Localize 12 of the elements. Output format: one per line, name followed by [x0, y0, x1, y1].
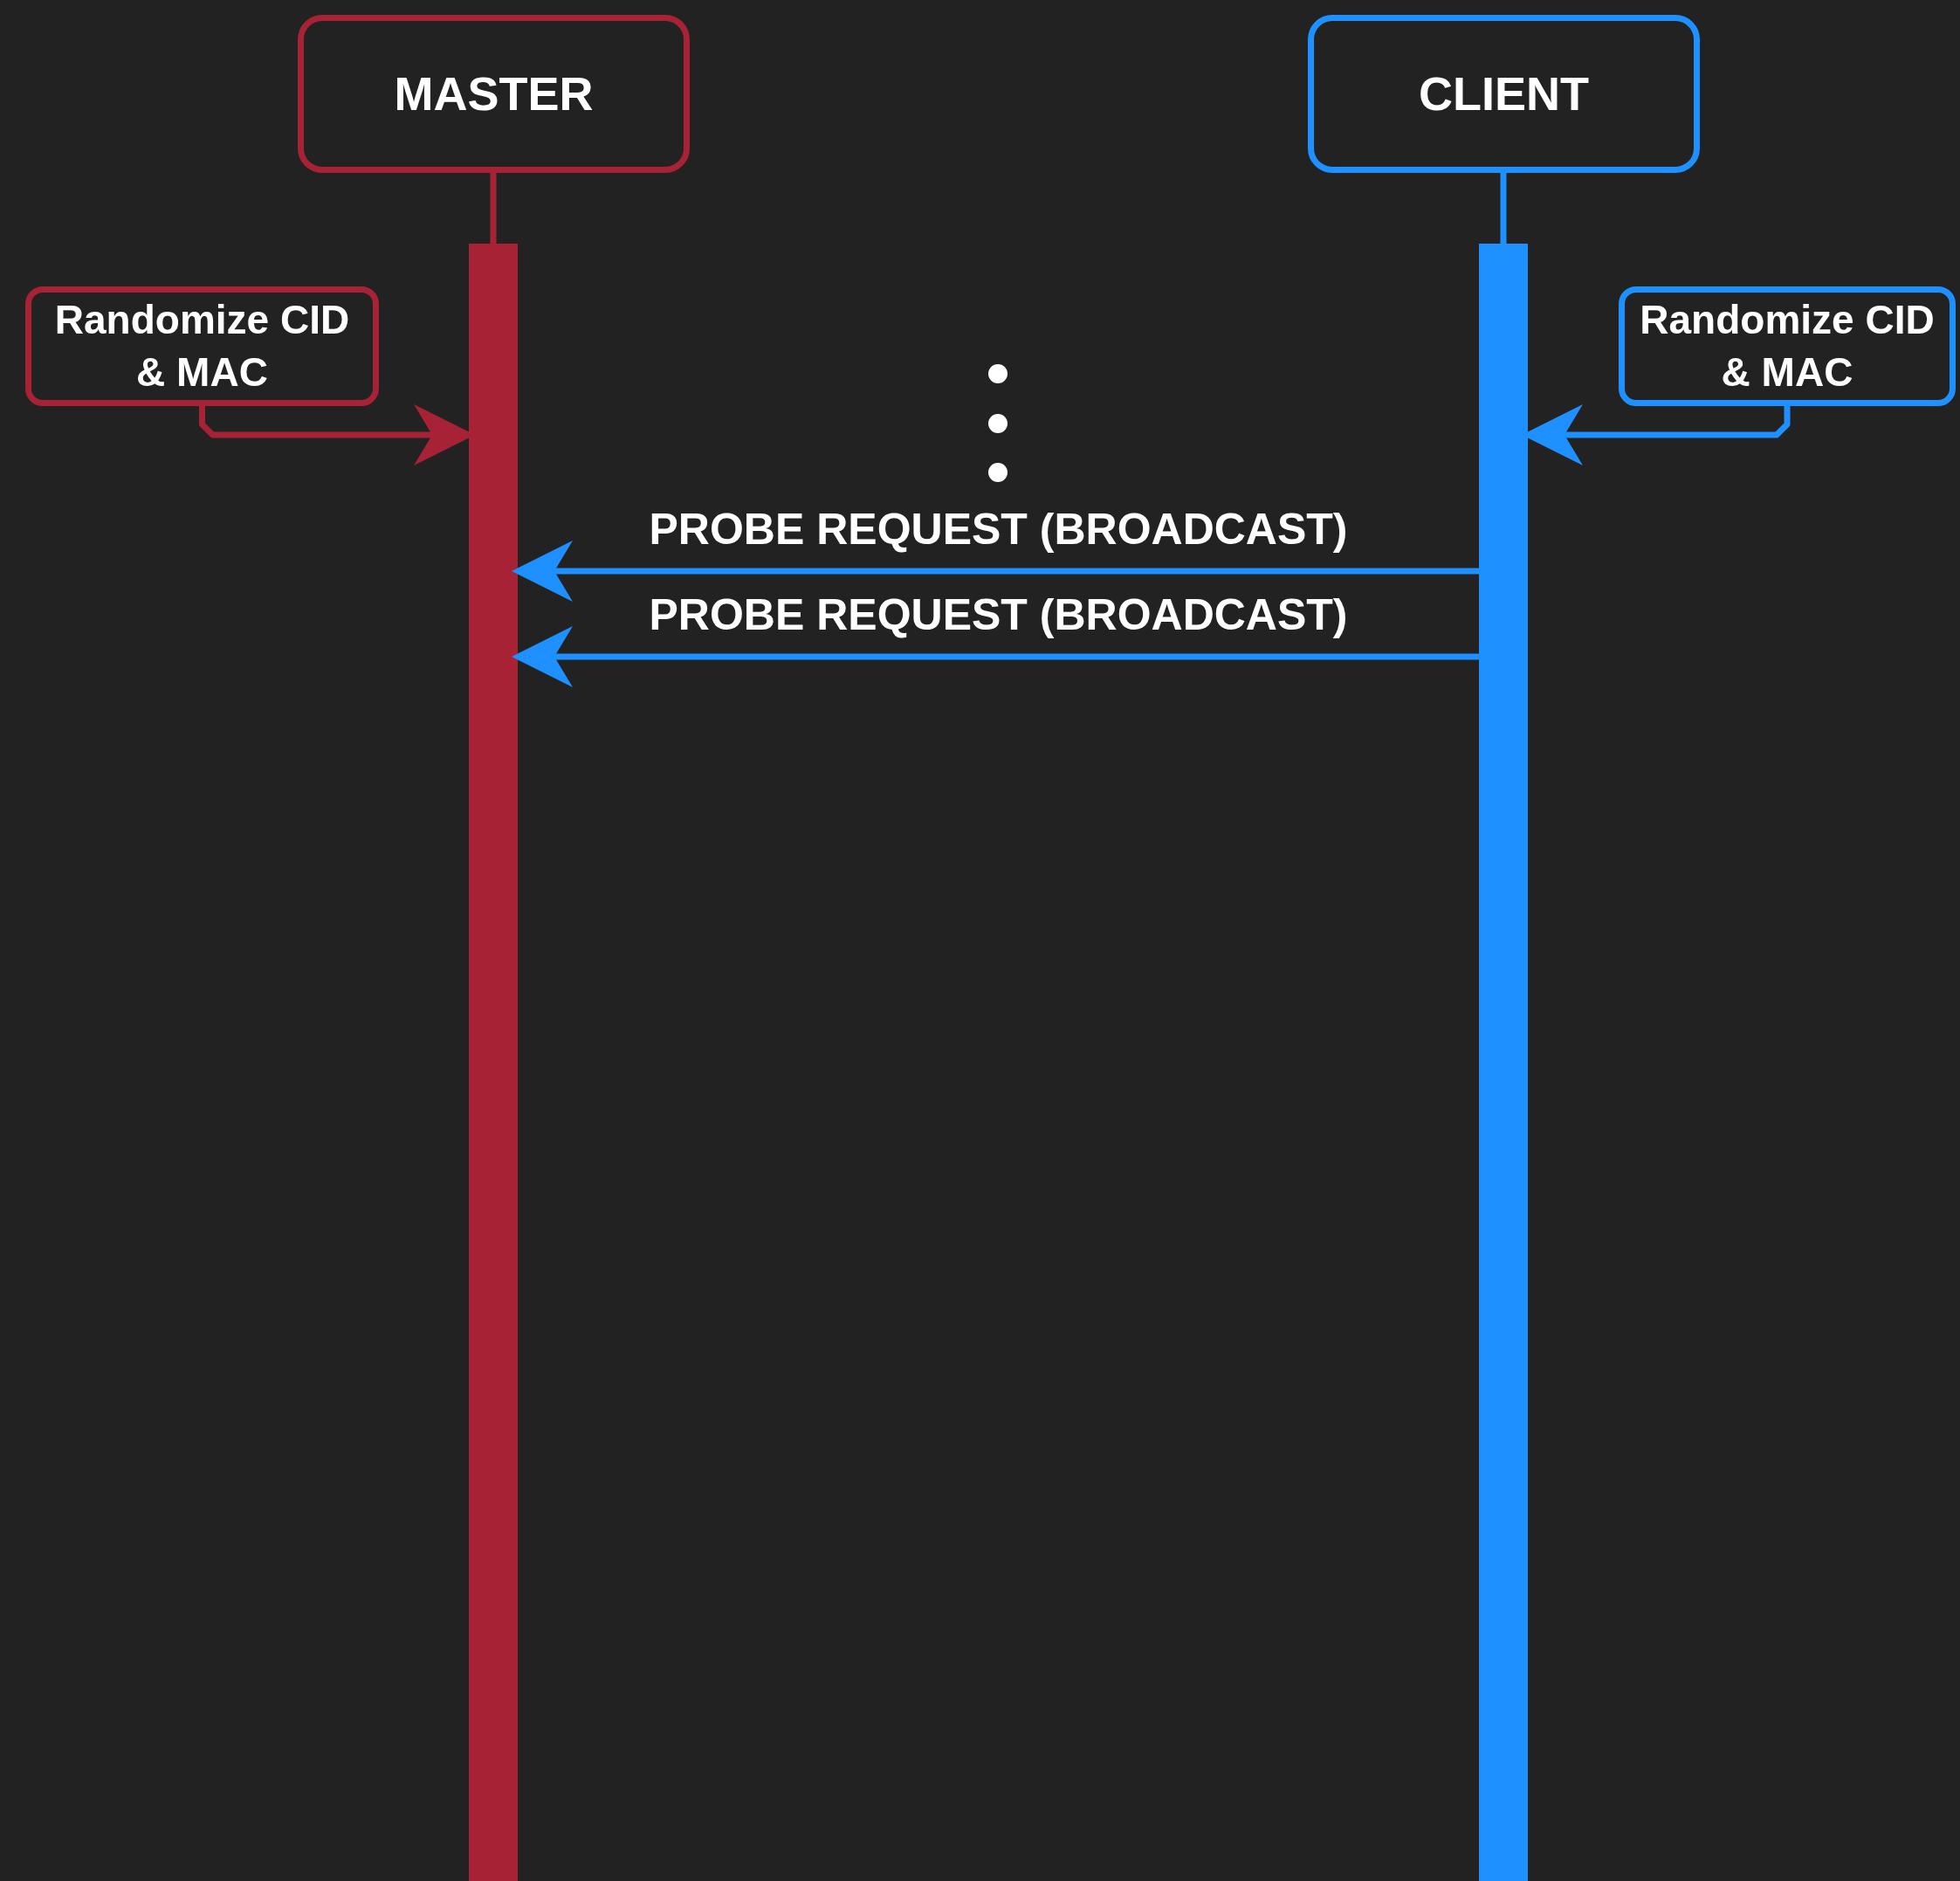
connector-line — [1500, 173, 1507, 244]
note-box: Randomize CID & MAC — [25, 286, 379, 406]
edge-label: PROBE REQUEST (BROADCAST) — [649, 507, 1348, 551]
connector-line — [490, 173, 497, 244]
note-box: Randomize CID & MAC — [1619, 286, 1956, 406]
lifeline-bar — [1479, 244, 1528, 1881]
arrow — [512, 626, 1479, 687]
edge-label: PROBE REQUEST (BROADCAST) — [649, 593, 1348, 637]
participant-box: CLIENT — [1308, 15, 1700, 173]
participant-box: MASTER — [298, 15, 690, 173]
arrow — [512, 541, 1479, 602]
lifeline-bar — [469, 244, 518, 1881]
